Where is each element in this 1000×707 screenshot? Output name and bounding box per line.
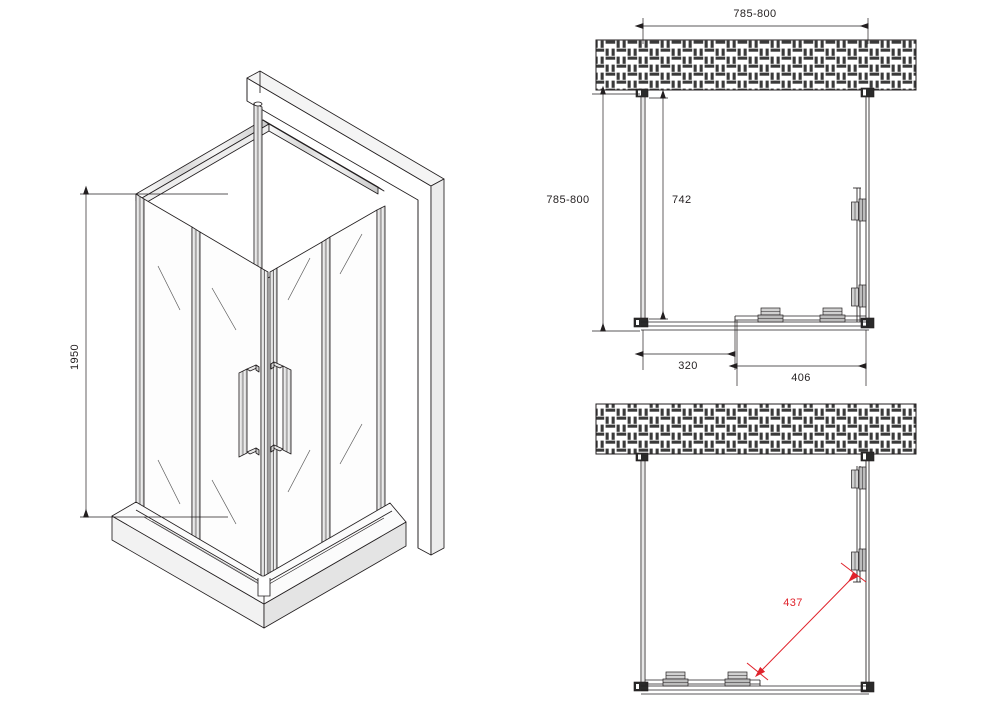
roller-block-upper <box>851 198 867 222</box>
back-mullion <box>253 101 263 289</box>
roller-block-lower-2 <box>851 548 867 572</box>
dimension-label-406: 406 <box>791 372 811 384</box>
right-glass-run <box>851 87 875 329</box>
wall-slab <box>246 70 445 556</box>
bottom-glass-run <box>641 307 869 331</box>
wall-section-hatch-2 <box>595 403 917 455</box>
dimension-label-1950: 1950 <box>69 344 81 370</box>
right-glass-run-2 <box>851 451 875 693</box>
dimension-785-800-left <box>592 85 640 332</box>
dimension-label-437: 437 <box>783 597 803 609</box>
door-handle-right <box>270 361 292 455</box>
plan-view-top <box>592 18 917 386</box>
dimension-437-diagonal <box>746 562 867 681</box>
dimension-label-320: 320 <box>678 360 698 372</box>
dimension-label-742: 742 <box>672 194 692 206</box>
isometric-view <box>80 70 445 629</box>
right-glass-assembly <box>269 205 386 595</box>
shower-tray-base <box>111 501 407 629</box>
dimension-label-785-800-left: 785-800 <box>546 194 589 206</box>
dimension-406 <box>728 320 867 386</box>
dimension-320 <box>634 320 736 370</box>
left-glass-run <box>633 88 649 328</box>
wall-section-hatch <box>595 39 917 91</box>
left-glass-run-2 <box>633 452 649 692</box>
bottom-roller-right <box>819 307 846 323</box>
roller-block-lower <box>851 284 867 308</box>
roller-block-upper-2 <box>851 466 867 490</box>
bottom-glass-run-2 <box>641 671 869 695</box>
dimension-785-800-top <box>634 18 869 44</box>
dimension-742 <box>649 89 668 320</box>
dimension-label-785-800-top: 785-800 <box>733 8 776 20</box>
bottom-roller-left <box>757 307 784 323</box>
bottom-roller-left-2 <box>662 671 689 687</box>
bottom-roller-right-2 <box>724 671 751 687</box>
plan-view-bottom <box>595 403 917 695</box>
door-handle-left <box>238 364 260 458</box>
dimension-1950 <box>80 185 228 518</box>
